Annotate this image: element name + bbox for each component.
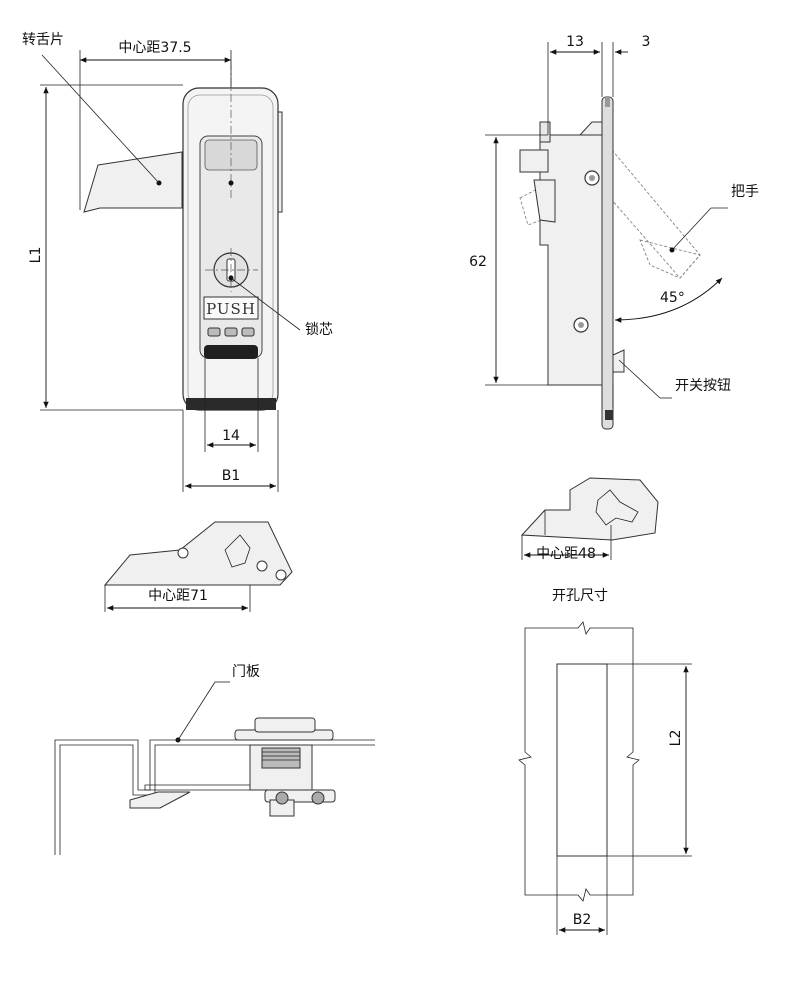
tongue-plate-48: 中心距48 xyxy=(520,477,659,562)
l1-label: L1 xyxy=(28,247,44,264)
b2-label: B2 xyxy=(573,912,592,928)
cutout-drawing: 开孔尺寸 L2 B2 xyxy=(518,588,692,935)
side-view xyxy=(519,96,701,430)
center-distance-71: 中心距71 xyxy=(148,588,208,604)
l2-label: L2 xyxy=(668,730,684,747)
switch-button-label: 开关按钮 xyxy=(675,378,731,394)
center-distance-48: 中心距48 xyxy=(536,546,596,562)
push-plate[interactable] xyxy=(203,296,259,320)
front-view: PUSH xyxy=(83,62,283,411)
front-flange xyxy=(601,96,614,430)
tongue-piece xyxy=(83,151,183,213)
tongue-plate-71: 中心距71 xyxy=(103,521,293,612)
dim-3: 3 xyxy=(642,34,651,50)
lock-core-label: 锁芯 xyxy=(305,322,333,338)
front-dimensions: 转舌片 中心距37.5 L1 锁芯 14 B1 xyxy=(22,32,333,492)
handle-label: 把手 xyxy=(731,184,759,200)
cutout-hole xyxy=(556,663,608,857)
center-distance-37: 中心距37.5 xyxy=(118,40,191,56)
cutout-title: 开孔尺寸 xyxy=(552,588,608,604)
width-14: 14 xyxy=(222,428,240,444)
b1-label: B1 xyxy=(222,468,241,484)
push-text: PUSH xyxy=(206,300,256,318)
dim-62: 62 xyxy=(469,254,487,270)
side-dimensions: 13 3 62 把手 45° 开关按钮 xyxy=(469,34,759,399)
angle-45: 45° xyxy=(660,290,685,306)
door-panel-label: 门板 xyxy=(232,664,260,680)
dim-13: 13 xyxy=(566,34,584,50)
tongue-label: 转舌片 xyxy=(22,32,64,48)
section-view: 门板 xyxy=(54,664,375,855)
